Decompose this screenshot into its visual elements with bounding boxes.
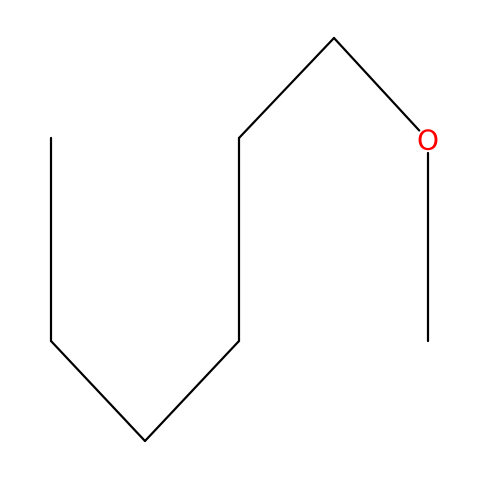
bond-a2-a3 xyxy=(49,339,147,443)
atom-label-o1: O xyxy=(417,124,439,157)
atom-labels-layer: O xyxy=(417,124,439,157)
bond-a6-o1 xyxy=(332,36,421,132)
bond-a3-a4 xyxy=(143,339,241,443)
bonds-layer xyxy=(49,36,430,443)
bond-a5-a6 xyxy=(237,36,336,140)
